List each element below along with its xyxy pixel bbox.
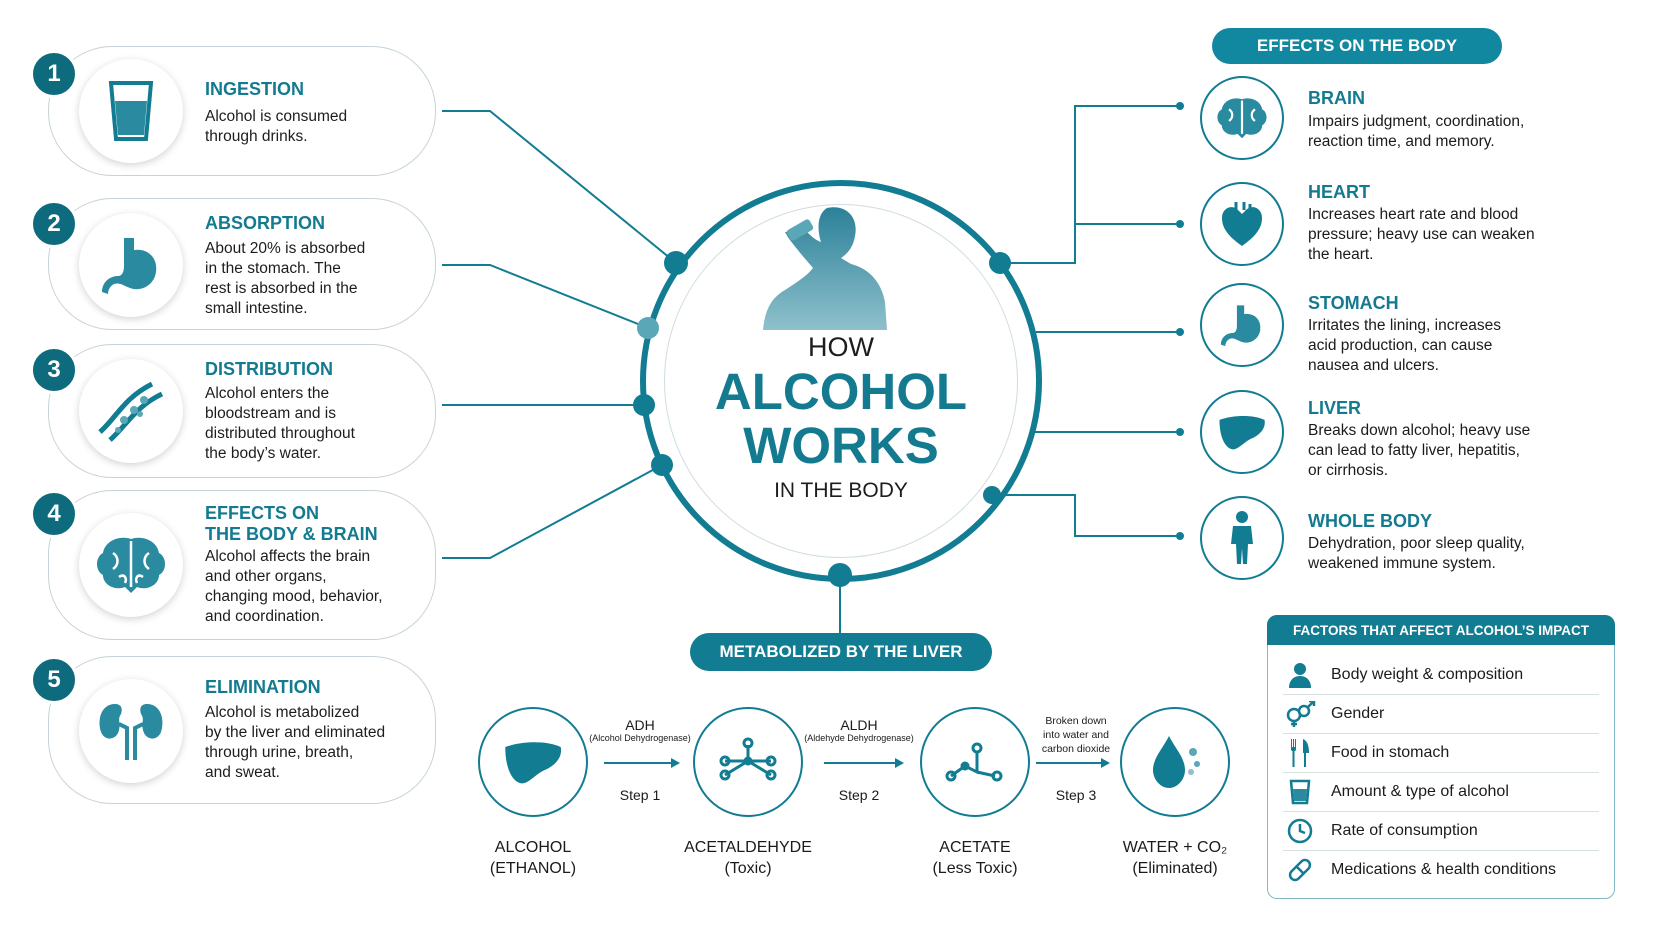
drinking-person-icon <box>763 207 887 330</box>
effect-title-brain: BRAIN <box>1308 88 1365 108</box>
effect-desc-brain: Impairs judgment, coordination,reaction … <box>1308 113 1525 150</box>
factor-row: Amount & type of alcohol <box>1283 772 1599 812</box>
step-label-1: Step 1 <box>619 787 661 803</box>
center-title-how: HOW <box>808 332 874 362</box>
step-title: INGESTION <box>205 79 305 99</box>
step-label-3: Step 3 <box>1055 787 1097 803</box>
stomach-icon <box>1200 283 1284 367</box>
effect-title-stomach: STOMACH <box>1308 293 1399 313</box>
stage-label-acetate: ACETATE(Less Toxic) <box>932 839 1018 877</box>
liver-heading: METABOLIZED BY THE LIVER <box>690 633 992 671</box>
factors-box <box>1267 615 1615 899</box>
effect-title-liver: LIVER <box>1308 398 1362 418</box>
center-ring-inner <box>664 204 1018 558</box>
fork-knife-icon <box>1283 738 1317 767</box>
glass-icon <box>1283 779 1317 805</box>
stage-label-acetaldehyde: ACETALDEHYDE(Toxic) <box>684 839 812 877</box>
step-number-5: 5 <box>30 656 78 704</box>
liver-icon <box>1200 390 1284 474</box>
step-title: ABSORPTION <box>205 213 326 233</box>
molecule-icon <box>693 707 803 817</box>
clock-icon <box>1283 818 1317 844</box>
stage-label-water: WATER + CO₂(Eliminated) <box>1122 839 1228 877</box>
factor-row: Rate of consumption <box>1283 811 1599 851</box>
center-title-works: WORKS <box>743 417 939 474</box>
gender-icon <box>1283 700 1317 727</box>
brain-icon <box>1200 76 1284 160</box>
enzyme-aldh: ALDH(Aldehyde Dehydrogenase) <box>804 717 914 743</box>
molecule-small-icon <box>920 707 1030 817</box>
factor-row: Gender <box>1283 694 1599 734</box>
glass-icon <box>79 59 183 163</box>
kidneys-icon <box>79 679 183 783</box>
heart-icon <box>1200 182 1284 266</box>
step-number-4: 4 <box>30 490 78 538</box>
step-label-2: Step 2 <box>838 787 880 803</box>
factor-row: Food in stomach <box>1283 733 1599 773</box>
step-number-2: 2 <box>30 200 78 248</box>
factors-heading: FACTORS THAT AFFECT ALCOHOL’S IMPACT <box>1267 615 1615 645</box>
effects-heading: EFFECTS ON THE BODY <box>1212 28 1502 64</box>
step-number-3: 3 <box>30 346 78 394</box>
blood-vessel-icon <box>79 359 183 463</box>
stage-label-alcohol: ALCOHOL(ETHANOL) <box>489 839 577 877</box>
stomach-icon <box>79 213 183 317</box>
pill-icon <box>1283 856 1317 884</box>
effect-desc-whole-body: Dehydration, poor sleep quality,weakened… <box>1308 535 1525 572</box>
center-title-sub: IN THE BODY <box>774 479 908 502</box>
effect-title-heart: HEART <box>1308 182 1370 202</box>
step-title: ELIMINATION <box>205 677 321 697</box>
step-number-1: 1 <box>30 50 78 98</box>
factor-row: Body weight & composition <box>1283 655 1599 695</box>
center-title-alcohol: ALCOHOL <box>714 363 968 420</box>
step-title: DISTRIBUTION <box>205 359 333 379</box>
person-icon <box>1283 662 1317 688</box>
brain-icon <box>79 513 183 617</box>
enzyme-adh: ADH(Alcohol Dehydrogenase) <box>589 717 691 743</box>
person-icon <box>1200 496 1284 580</box>
water-drop-icon <box>1120 707 1230 817</box>
effect-title-whole-body: WHOLE BODY <box>1308 511 1432 531</box>
liver-icon <box>478 707 588 817</box>
factor-row: Medications & health conditions <box>1283 850 1599 889</box>
